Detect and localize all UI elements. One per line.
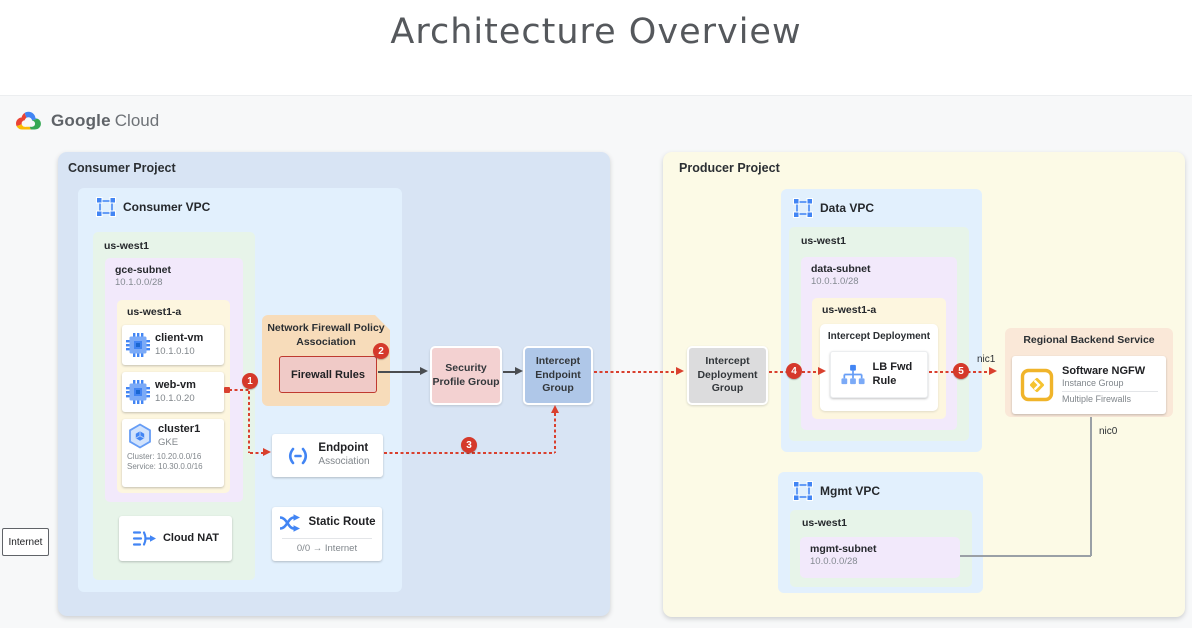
cloud-nat-label: Cloud NAT: [162, 531, 219, 544]
policy-line: [503, 371, 515, 373]
gce-subnet-name: gce-subnet: [115, 264, 172, 276]
mgmt-subnet-box: [800, 537, 960, 578]
data-zone-label: us-west1-a: [822, 304, 877, 316]
mgmt-vpc-label: Mgmt VPC: [820, 484, 880, 498]
firewall-policy-title: Network Firewall Policy Association: [267, 322, 385, 348]
flow-line-3: [384, 452, 555, 454]
web-vm-name: web-vm: [155, 379, 196, 392]
data-vpc-header: Data VPC: [793, 198, 874, 218]
regional-backend-service-title: Regional Backend Service: [1023, 334, 1155, 346]
firewall-rules-box: Firewall Rules: [279, 356, 377, 393]
data-subnet-name: data-subnet: [811, 263, 871, 275]
policy-line: [378, 371, 420, 373]
intercept-endpoint-group-label: Intercept Endpoint Group: [535, 355, 581, 395]
logo-text-google: Google: [51, 111, 111, 130]
gce-subnet-cidr: 10.1.0.0/28: [115, 277, 163, 288]
flow-arrowhead: [263, 448, 271, 456]
lb-fwd-rule-card: LB Fwd Rule: [830, 351, 928, 398]
flow-line-1: [248, 391, 250, 453]
cluster-card: cluster1 GKE Cluster: 10.20.0.0/16 Servi…: [122, 419, 224, 487]
consumer-vpc-label: Consumer VPC: [123, 200, 211, 214]
data-region-label: us-west1: [801, 235, 846, 247]
ngfw-icon: [1020, 368, 1054, 402]
mgmt-vpc-header: Mgmt VPC: [793, 481, 880, 501]
flow-line-1: [229, 389, 249, 391]
flow-line-cross-project: [594, 371, 676, 373]
mgmt-subnet-name: mgmt-subnet: [810, 543, 877, 555]
ngfw-subtitle-1: Instance Group: [1062, 377, 1124, 388]
software-ngfw-card: Software NGFW Instance Group Multiple Fi…: [1012, 356, 1166, 414]
step-badge-4: 4: [786, 363, 802, 379]
google-cloud-icon: [16, 111, 41, 130]
static-route-icon: [279, 513, 302, 534]
nic1-label: nic1: [977, 354, 996, 365]
step-badge-1: 1: [242, 373, 258, 389]
step-badge-3: 3: [461, 437, 477, 453]
web-vm-card: web-vm 10.1.0.20: [122, 372, 224, 412]
endpoint-icon: [289, 447, 308, 464]
mgmt-subnet-cidr: 10.0.0.0/28: [810, 556, 858, 567]
flow-arrowhead: [818, 367, 826, 375]
compute-engine-icon: [126, 380, 150, 404]
flow-start-dot: [224, 387, 230, 393]
ngfw-subtitle-2: Multiple Firewalls: [1062, 394, 1132, 405]
service-range: Service: 10.30.0.0/16: [127, 462, 203, 471]
internet-box: Internet: [2, 528, 49, 556]
data-subnet-cidr: 10.0.1.0/28: [811, 276, 859, 287]
endpoint-association-card: Endpoint Association: [272, 434, 383, 477]
flow-arrowhead-up: [551, 405, 559, 413]
intercept-deployment-group-box: Intercept Deployment Group: [687, 346, 768, 405]
ngfw-title: Software NGFW: [1062, 364, 1146, 377]
flow-line-3: [554, 413, 556, 453]
flow-line-1: [250, 452, 263, 454]
vpc-icon: [793, 198, 813, 218]
cluster-engine: GKE: [158, 436, 179, 448]
flow-arrowhead: [989, 367, 997, 375]
cluster-range: Cluster: 10.20.0.0/16: [127, 452, 202, 461]
consumer-zone-label: us-west1-a: [127, 306, 182, 318]
policy-arrowhead: [515, 367, 523, 375]
cluster-name: cluster1: [158, 423, 201, 436]
web-vm-ip: 10.1.0.20: [155, 392, 195, 404]
lb-fwd-rule-label: LB Fwd Rule: [872, 361, 913, 387]
intercept-endpoint-group-box: Intercept Endpoint Group: [523, 346, 593, 405]
policy-arrowhead: [420, 367, 428, 375]
intercept-deployment-group-label: Intercept Deployment Group: [697, 355, 758, 395]
load-balancer-icon: [840, 364, 865, 385]
intercept-deployment-label: Intercept Deployment: [827, 331, 931, 342]
endpoint-title: Endpoint: [318, 442, 369, 455]
vpc-icon: [96, 197, 116, 217]
client-vm-name: client-vm: [155, 332, 204, 345]
mgmt-region-label: us-west1: [802, 517, 847, 529]
producer-project-label: Producer Project: [679, 161, 780, 175]
consumer-vpc-header: Consumer VPC: [96, 197, 210, 217]
consumer-project-label: Consumer Project: [68, 161, 176, 175]
cloud-nat-card: Cloud NAT: [119, 516, 232, 561]
static-route-subtitle: 0/0 → Internet: [296, 543, 358, 555]
firewall-rules-label: Firewall Rules: [291, 368, 365, 381]
compute-engine-icon: [126, 333, 150, 357]
nic0-line: [1090, 417, 1092, 556]
logo-text-cloud: Cloud: [114, 111, 160, 130]
static-route-card: Static Route 0/0 → Internet: [272, 507, 382, 561]
vpc-icon: [793, 481, 813, 501]
flow-arrowhead: [676, 367, 684, 375]
data-vpc-label: Data VPC: [820, 201, 875, 215]
nic0-line: [960, 555, 1091, 557]
security-profile-group-box: Security Profile Group: [430, 346, 502, 405]
page-title: Architecture Overview: [390, 12, 802, 52]
step-badge-2: 2: [373, 343, 389, 359]
static-route-title: Static Route: [308, 516, 376, 529]
internet-label: Internet: [8, 536, 43, 548]
step-badge-5: 5: [953, 363, 969, 379]
endpoint-subtitle: Association: [318, 456, 370, 468]
client-vm-ip: 10.1.0.10: [155, 345, 195, 357]
gke-icon: [129, 423, 151, 449]
consumer-region-label: us-west1: [104, 240, 149, 252]
client-vm-card: client-vm 10.1.0.10: [122, 325, 224, 365]
security-profile-group-label: Security Profile Group: [432, 361, 500, 388]
nic0-label: nic0: [1099, 426, 1118, 437]
cloud-nat-icon: [132, 531, 157, 546]
